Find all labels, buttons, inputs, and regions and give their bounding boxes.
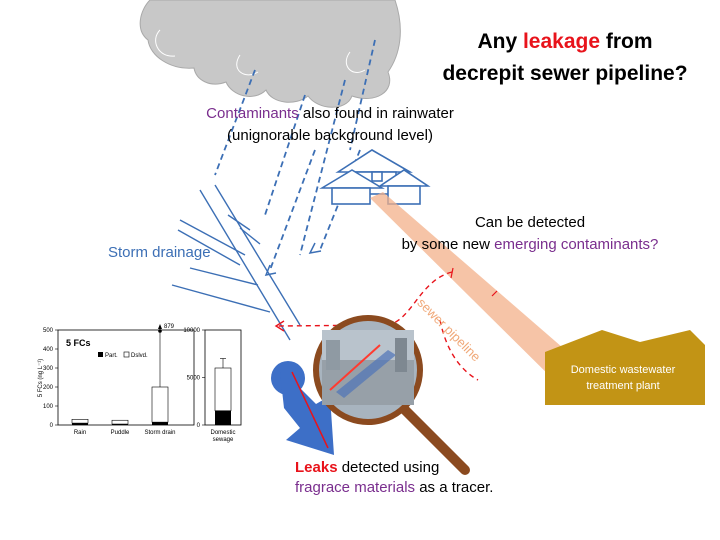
cloud-icon	[139, 0, 401, 108]
page-title: Any leakage from decrepit sewer pipeline…	[420, 26, 710, 90]
x-tick-label: Rain	[74, 430, 86, 436]
legend-label-part: Part.	[105, 353, 118, 359]
chart-rain-storm: 0 100 200 300 400 500 5 FCs (ng L⁻¹) 5 FCsPart.…	[38, 324, 176, 436]
contaminants-line2: (unignorable background level)	[227, 127, 433, 144]
y-tick-label: 500	[43, 328, 54, 334]
detection-line1: Can be detected	[474, 214, 586, 231]
leak-line	[291, 371, 329, 449]
outlier-point	[158, 329, 162, 333]
treatment-plant-icon	[545, 330, 705, 405]
leaks-highlight: Leaks	[295, 459, 338, 476]
x-tick-label: Storm drain	[144, 430, 175, 436]
bar-dslvd	[71, 418, 89, 424]
title-highlight: leakage	[522, 30, 601, 53]
leaks-text1: detected using	[337, 459, 440, 476]
chart1-frame	[57, 329, 195, 426]
detection-line2-highlight: emerging contaminants?	[494, 236, 659, 253]
leaks-note: Leaks detected using fragrace materials …	[295, 458, 495, 498]
y-tick-label: 5000	[187, 376, 201, 382]
title-line2: decrepit sewer pipeline?	[442, 62, 688, 85]
y-tick-label: 200	[43, 385, 54, 391]
storm-drainage-label: Storm drainage	[108, 244, 211, 261]
treatment-plant-label: Domestic wastewater treatment plant	[548, 362, 698, 394]
leaks-text2: as a tracer.	[415, 479, 494, 496]
outlier-arrow	[158, 324, 162, 329]
houses-icon	[319, 149, 431, 205]
chart-title: 5 FCs	[66, 338, 91, 348]
legend-label-dslvd: Dslvd.	[131, 353, 148, 359]
detection-line2-prefix: by some new	[401, 236, 495, 253]
contaminants-rest: also found in rainwater	[298, 105, 454, 122]
plant-line1: Domestic wastewater	[570, 364, 676, 376]
title-prefix: Any	[477, 30, 523, 53]
title-suffix: from	[600, 30, 653, 53]
plant-line2: treatment plant	[586, 380, 660, 392]
bar-dslvd	[111, 419, 129, 425]
bar-part	[215, 410, 231, 425]
y-tick-label: 100	[43, 404, 54, 410]
outflow-arrow	[271, 361, 334, 455]
detection-note: Can be detected by some new emerging con…	[380, 212, 680, 256]
bar-part	[112, 424, 128, 425]
y-tick-label: 10000	[183, 328, 200, 334]
y-tick-label: 300	[43, 366, 54, 372]
y-tick-label: 400	[43, 347, 54, 353]
contaminants-highlight: Contaminants	[206, 105, 299, 122]
bar-dslvd	[151, 386, 169, 423]
x-tick-label: Domestic	[210, 430, 235, 436]
bar-part	[152, 422, 168, 425]
y-axis-label: 5 FCs (ng L⁻¹)	[38, 359, 44, 398]
bar-part	[72, 423, 88, 425]
magnifier-icon	[313, 315, 470, 475]
outlier-label: 879	[164, 324, 175, 330]
sewer-pipeline-icon	[370, 192, 600, 398]
contaminants-note: Contaminants also found in rainwater (un…	[180, 103, 480, 147]
bar-dslvd	[214, 367, 232, 412]
x-tick-label: Puddle	[111, 430, 130, 436]
storm-drainage-icon	[171, 184, 301, 341]
legend-swatch-part	[98, 352, 103, 357]
y-tick-label: 0	[50, 423, 54, 429]
legend-swatch-dslvd	[123, 351, 130, 358]
leaks-fragrance: fragrace materials	[295, 479, 416, 496]
y-tick-label: 0	[197, 423, 201, 429]
x-tick-label: sewage	[213, 437, 234, 443]
